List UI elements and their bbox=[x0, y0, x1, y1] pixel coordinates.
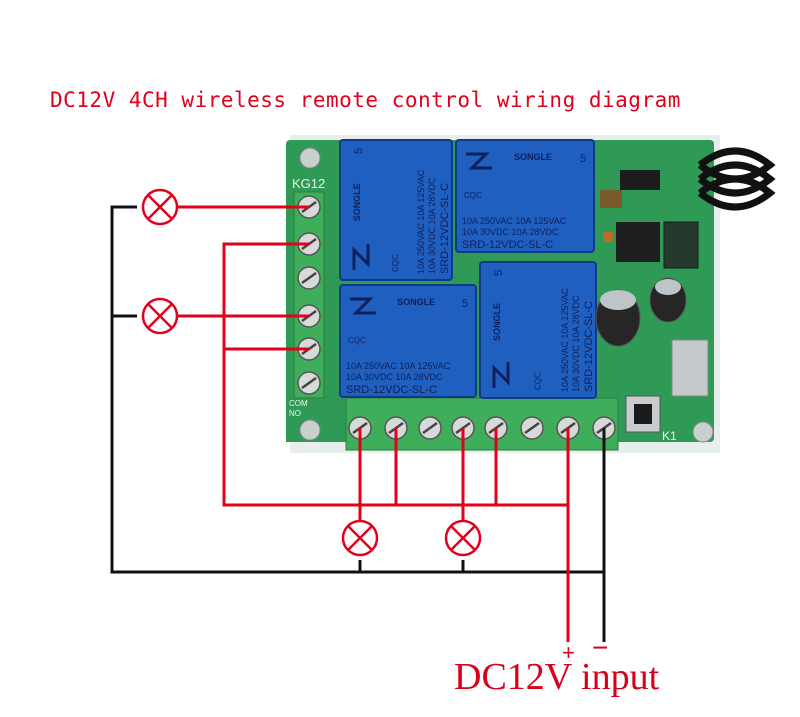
power-plus-label: + bbox=[562, 640, 575, 665]
relay-cert: CQC bbox=[391, 254, 400, 272]
relay-number: 5 bbox=[353, 148, 365, 154]
ic-chip bbox=[616, 222, 660, 262]
relay-model: SRD-12VDC-SL-C bbox=[439, 183, 451, 274]
lamp-icon bbox=[444, 519, 482, 557]
lamp-icon bbox=[141, 297, 179, 335]
mount-hole-bottom-left bbox=[299, 419, 321, 441]
push-button-icon bbox=[625, 395, 661, 433]
com-label: COM bbox=[289, 399, 308, 408]
relay-rating-1: 10A 250VAC 10A 125VAC bbox=[462, 216, 567, 226]
lamp-icon bbox=[341, 519, 379, 557]
relay-rating-1: 10A 250VAC 10A 125VAC bbox=[560, 287, 570, 392]
relay-cert: CQC bbox=[348, 336, 366, 345]
relay-brand: SONGLE bbox=[514, 152, 552, 162]
mount-hole-top-left bbox=[299, 147, 321, 169]
relay-cert: CQC bbox=[533, 372, 542, 390]
relay-cert: CQC bbox=[464, 191, 482, 200]
relay-rating-2: 10A 30VDC 10A 28VDC bbox=[346, 372, 443, 382]
lamp-icon bbox=[141, 188, 179, 226]
power-input-label: DC12V input bbox=[454, 656, 660, 698]
receiver-module: K1 bbox=[595, 147, 776, 443]
no-label: NO bbox=[289, 409, 301, 418]
antenna-coil-icon bbox=[697, 147, 776, 211]
relay-brand: SONGLE bbox=[492, 303, 502, 341]
relay-rating-2: 10A 30VDC 10A 28VDC bbox=[571, 295, 581, 392]
relay-brand: SONGLE bbox=[352, 183, 362, 221]
screw-terminal-icon bbox=[297, 371, 321, 395]
relay-number: 5 bbox=[580, 153, 586, 165]
screw-terminal-icon bbox=[418, 416, 442, 440]
screw-terminal-icon bbox=[520, 416, 544, 440]
relay-number: 5 bbox=[462, 298, 468, 310]
capacitor-icon bbox=[595, 277, 687, 347]
wire-com-bus bbox=[222, 242, 570, 642]
bottom-terminal-block bbox=[345, 397, 619, 451]
relay-brand: SONGLE bbox=[397, 297, 435, 307]
relay-model: SRD-12VDC-SL-C bbox=[583, 301, 595, 392]
relay-number: 5 bbox=[493, 270, 505, 276]
board-model-label: KG12 bbox=[292, 176, 325, 191]
relay-rating-1: 10A 250VAC 10A 125VAC bbox=[346, 361, 451, 371]
mount-hole-bottom-right bbox=[692, 421, 714, 443]
relay-rating-2: 10A 30VDC 10A 28VDC bbox=[427, 177, 437, 274]
left-terminal-block bbox=[293, 191, 325, 399]
power-minus-label: − bbox=[592, 632, 609, 663]
button-label: K1 bbox=[662, 429, 677, 443]
relay-rating-1: 10A 250VAC 10A 125VAC bbox=[416, 169, 426, 274]
relay-rating-2: 10A 30VDC 10A 28VDC bbox=[462, 227, 559, 237]
screw-terminal-icon bbox=[297, 266, 321, 290]
positive-wiring bbox=[177, 205, 570, 642]
negative-wiring bbox=[110, 205, 606, 642]
screw-terminal-icon bbox=[484, 416, 508, 440]
relay-model: SRD-12VDC-SL-C bbox=[346, 384, 437, 396]
wire-common-negative bbox=[110, 205, 606, 642]
crystal-oscillator bbox=[671, 339, 709, 397]
relay-model: SRD-12VDC-SL-C bbox=[462, 239, 553, 251]
diagram-title: DC12V 4CH wireless remote control wiring… bbox=[50, 88, 681, 112]
